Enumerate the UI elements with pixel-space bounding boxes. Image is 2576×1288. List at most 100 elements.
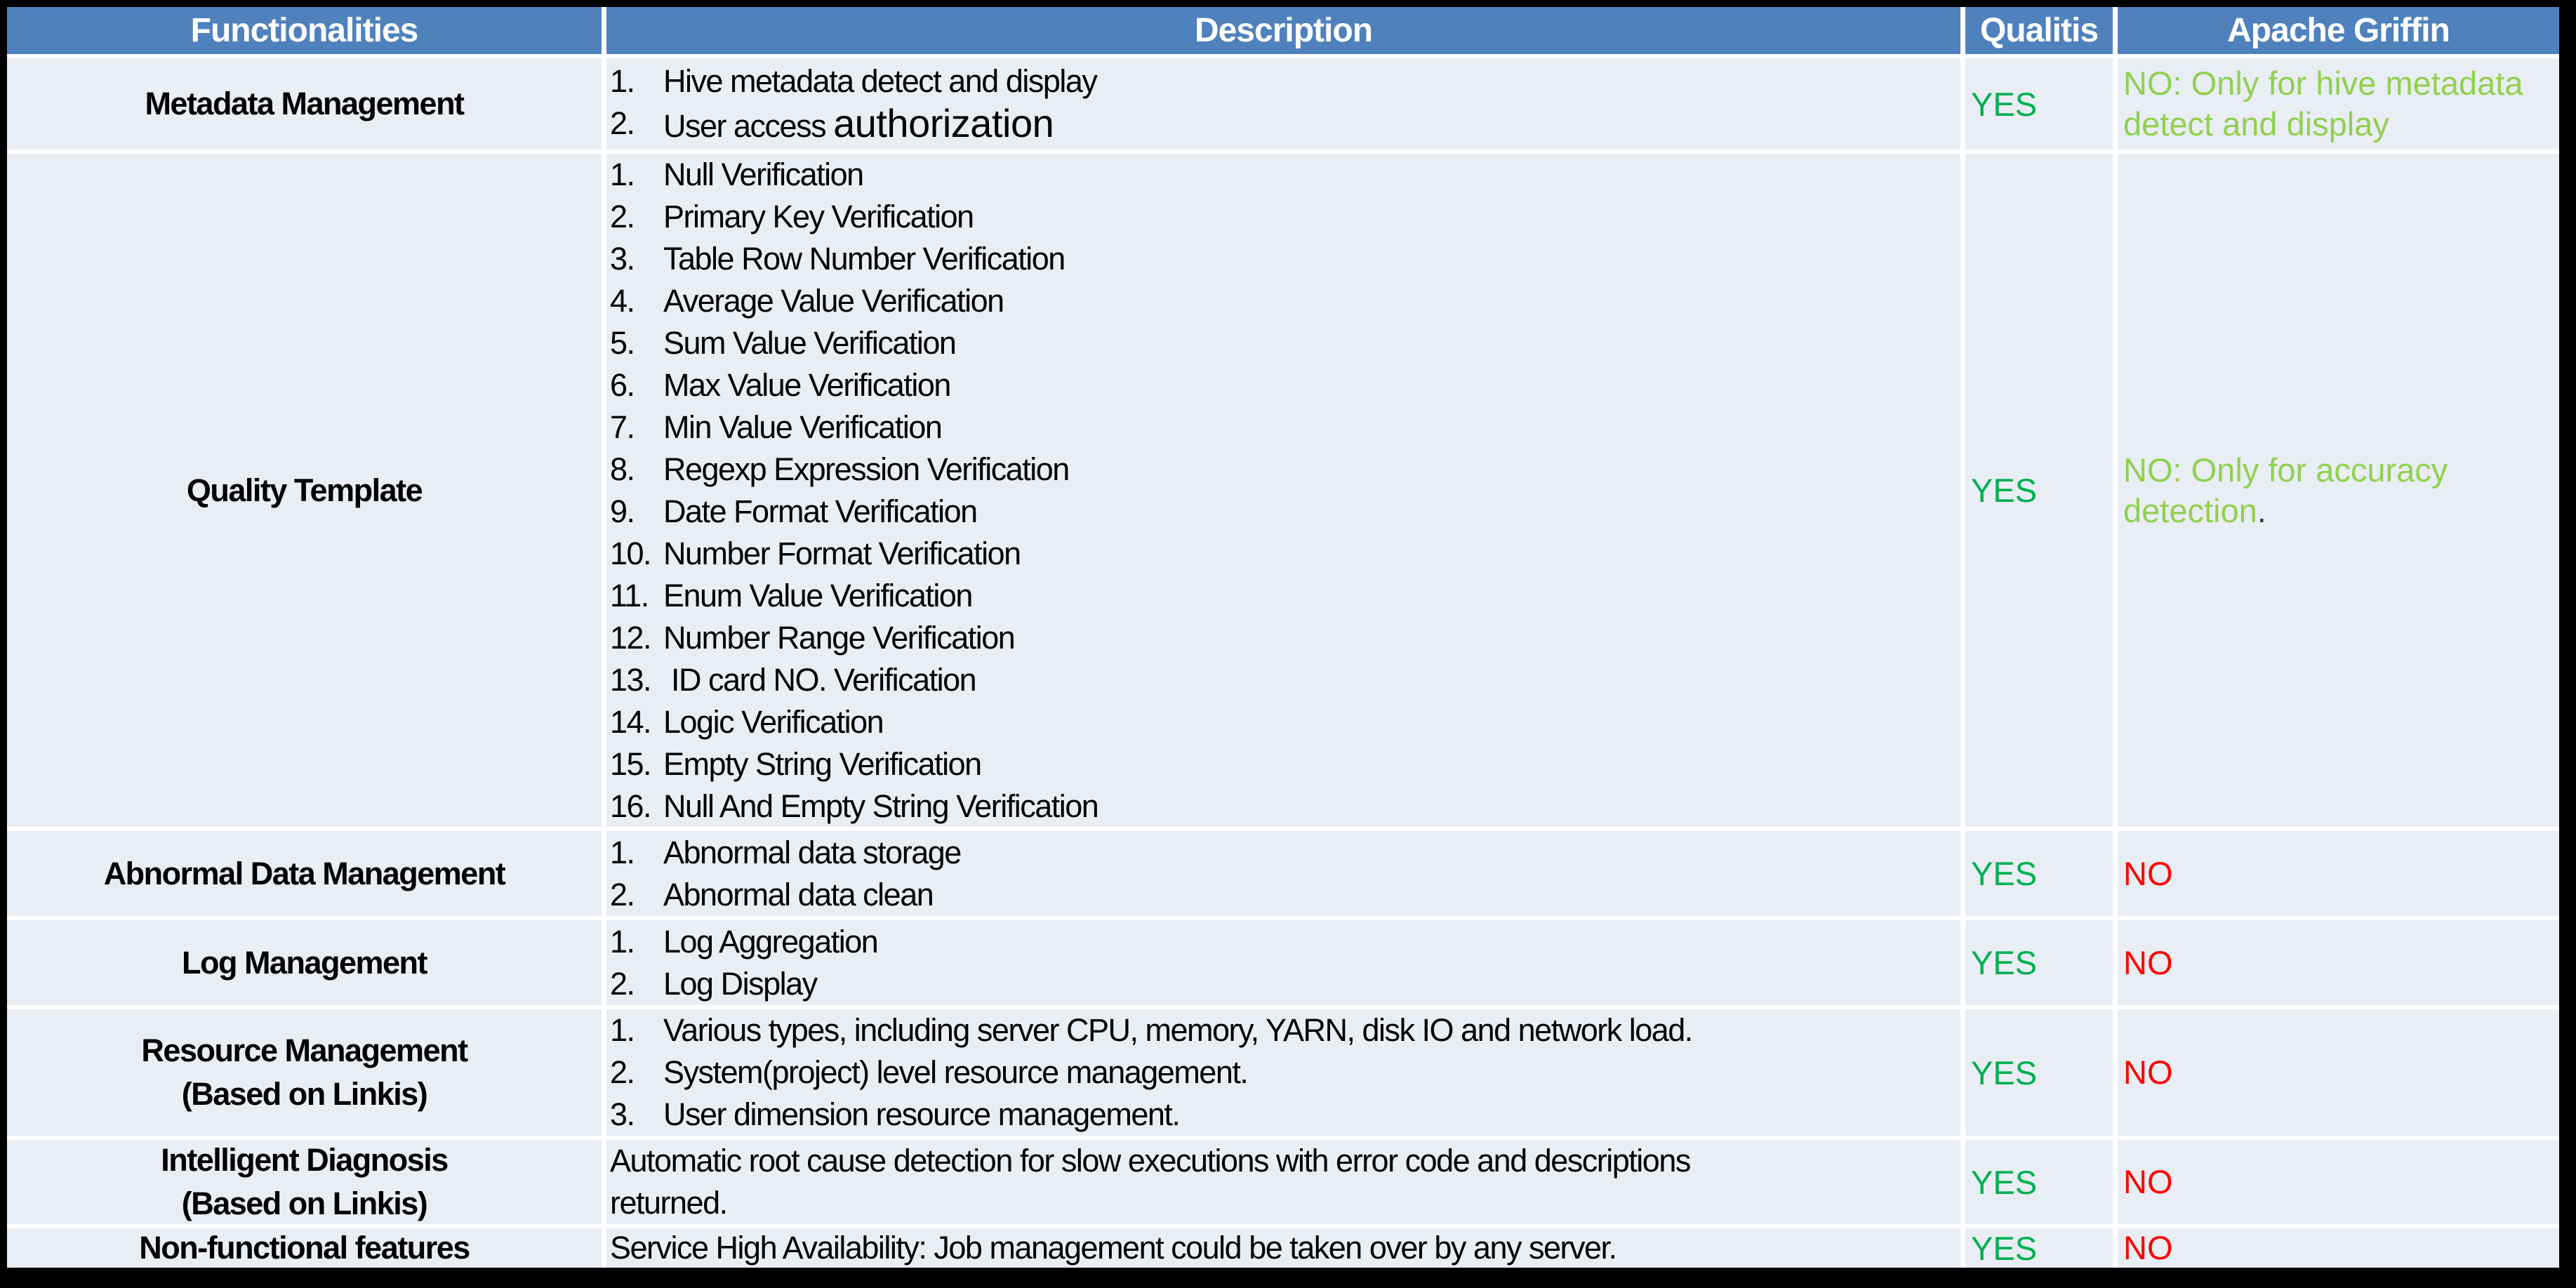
list-item-text: Date Format Verification	[663, 491, 1960, 533]
text-segment: Hive metadata detect and display	[663, 63, 1098, 99]
list-item-text: Enum Value Verification	[663, 575, 1960, 617]
list-item-text: Max Value Verification	[663, 364, 1960, 406]
qualitis-cell: YES	[1965, 1009, 2113, 1136]
functionality-label-line: (Based on Linkis)	[181, 1076, 428, 1112]
list-item-text: Empty String Verification	[663, 743, 1960, 785]
list-number: 2.	[610, 105, 635, 141]
list-number: 6.	[610, 366, 635, 403]
list-number: 11.	[610, 577, 649, 613]
description-list-item: 3. User dimension resource management.	[610, 1094, 1960, 1136]
description-list-item: 3.Table Row Number Verification	[610, 238, 1960, 280]
list-number: 1.	[610, 1012, 635, 1048]
description-list-item: 2.Primary Key Verification	[610, 196, 1960, 238]
list-item-text: Primary Key Verification	[663, 196, 1960, 238]
qualitis-value: YES	[1971, 1054, 2038, 1091]
header-label-functionalities: Functionalities	[190, 12, 419, 49]
description-cell: Automatic root cause detection for slow …	[606, 1140, 1960, 1224]
functionality-label-line: Non-functional features	[139, 1230, 470, 1266]
list-item-text: Null And Empty String Verification	[663, 785, 1960, 828]
qualitis-cell: YES	[1965, 1140, 2113, 1224]
text-segment: Enum Value Verification	[663, 577, 973, 613]
functionality-cell: Quality Template	[7, 154, 602, 827]
description-list-item: 5.Sum Value Verification	[610, 322, 1960, 364]
griffin-text-line: NO	[2123, 943, 2555, 983]
list-item-text: Number Range Verification	[663, 617, 1960, 659]
text-segment: NO: Only for hive metadata	[2123, 65, 2523, 102]
list-number: 2.	[610, 876, 635, 912]
text-segment: Number Format Verification	[663, 535, 1021, 571]
description-list-item: 4. Average Value Verification	[610, 280, 1960, 322]
list-number: 2.	[610, 1054, 635, 1090]
header-cell-functionalities: Functionalities	[7, 7, 602, 54]
qualitis-cell: YES	[1965, 154, 2113, 827]
description-list-item: 1.Log Aggregation	[610, 921, 1960, 963]
text-segment: NO: Only for accuracy	[2123, 451, 2448, 489]
functionality-label-line: Intelligent Diagnosis	[161, 1142, 449, 1178]
qualitis-value: YES	[1971, 472, 2038, 509]
description-list-item: 2.Log Display	[610, 963, 1960, 1005]
list-number: 8.	[610, 451, 635, 487]
text-segment: Regexp Expression Verification	[663, 451, 1070, 487]
functionality-label-line: Quality Template	[186, 472, 423, 508]
functionality-label-line: Resource Management	[141, 1033, 468, 1068]
functionality-label-line: Log Management	[181, 944, 428, 981]
description-cell: 1. Null Verification 2.Primary Key Verific…	[606, 154, 1960, 827]
list-item-text: Hive metadata detect and display	[663, 60, 1960, 102]
list-number: 1.	[610, 156, 635, 192]
description-list-item: 9. Date Format Verification	[610, 491, 1960, 533]
list-item-text: System(project) level resource managemen…	[663, 1051, 1960, 1094]
text-segment: .	[2257, 491, 2266, 529]
functionality-cell: Metadata Management	[7, 58, 602, 150]
text-segment: NO	[2123, 1163, 2173, 1200]
text-segment: NO	[2123, 854, 2173, 892]
list-number: 10.	[610, 535, 652, 571]
list-item-text: Min Value Verification	[663, 406, 1960, 449]
description-list-item: 15.Empty String Verification	[610, 743, 1960, 785]
griffin-text-line: detect and display	[2123, 104, 2555, 145]
text-segment: Min Value Verification	[663, 409, 943, 445]
list-item-text: Average Value Verification	[663, 280, 1960, 322]
text-segment: Logic Verification	[663, 703, 884, 740]
list-item-text: Abnormal data storage	[663, 832, 1960, 874]
text-segment: Null And Empty String Verification	[663, 788, 1099, 824]
list-number: 9.	[610, 493, 635, 529]
griffin-text-line: NO	[2123, 1162, 2555, 1202]
list-item-text: User dimension resource management.	[663, 1094, 1960, 1136]
list-number: 5.	[610, 324, 635, 361]
description-list-item: 8. Regexp Expression Verification	[610, 449, 1960, 491]
text-segment: Date Format Verification	[663, 493, 978, 529]
description-text-line: Automatic root cause detection for slow …	[610, 1143, 1691, 1179]
description-text-line: Service High Availability: Job managemen…	[610, 1230, 1617, 1266]
text-segment: Abnormal data clean	[663, 876, 934, 912]
qualitis-value: YES	[1971, 1229, 2038, 1267]
griffin-text-line: NO	[2123, 1052, 2555, 1093]
description-list-item: 14.Logic Verification	[610, 701, 1960, 743]
header-label-apache-griffin: Apache Griffin	[2227, 12, 2450, 49]
functionality-cell: Intelligent Diagnosis (Based on Linkis)	[7, 1140, 602, 1224]
griffin-text-line: NO	[2123, 854, 2555, 894]
header-cell-apache-griffin: Apache Griffin	[2118, 7, 2559, 54]
qualitis-value: YES	[1971, 85, 2038, 123]
text-segment: detection	[2123, 491, 2257, 529]
list-number: 3.	[610, 1096, 635, 1132]
qualitis-cell: YES	[1965, 831, 2113, 916]
functionality-cell: Log Management	[7, 920, 602, 1005]
text-segment: Average Value Verification	[663, 282, 1004, 319]
griffin-cell: NO	[2118, 1228, 2559, 1268]
functionality-label-line: Metadata Management	[145, 86, 465, 121]
qualitis-value: YES	[1971, 944, 2038, 981]
description-cell: 1.Various types, including server CPU, m…	[606, 1009, 1960, 1136]
text-segment: Null Verification	[663, 156, 864, 192]
list-number: 4.	[610, 282, 635, 319]
functionality-label-line: (Based on Linkis)	[181, 1186, 428, 1221]
functionality-label-line: Abnormal Data Management	[103, 855, 506, 891]
griffin-text-line: detection.	[2123, 491, 2555, 531]
list-item-text: Log Display	[663, 963, 1960, 1005]
description-list-item: 10. Number Format Verification	[610, 533, 1960, 575]
list-item-text: Null Verification	[663, 154, 1960, 196]
functionality-cell: Resource Management (Based on Linkis)	[7, 1009, 602, 1136]
